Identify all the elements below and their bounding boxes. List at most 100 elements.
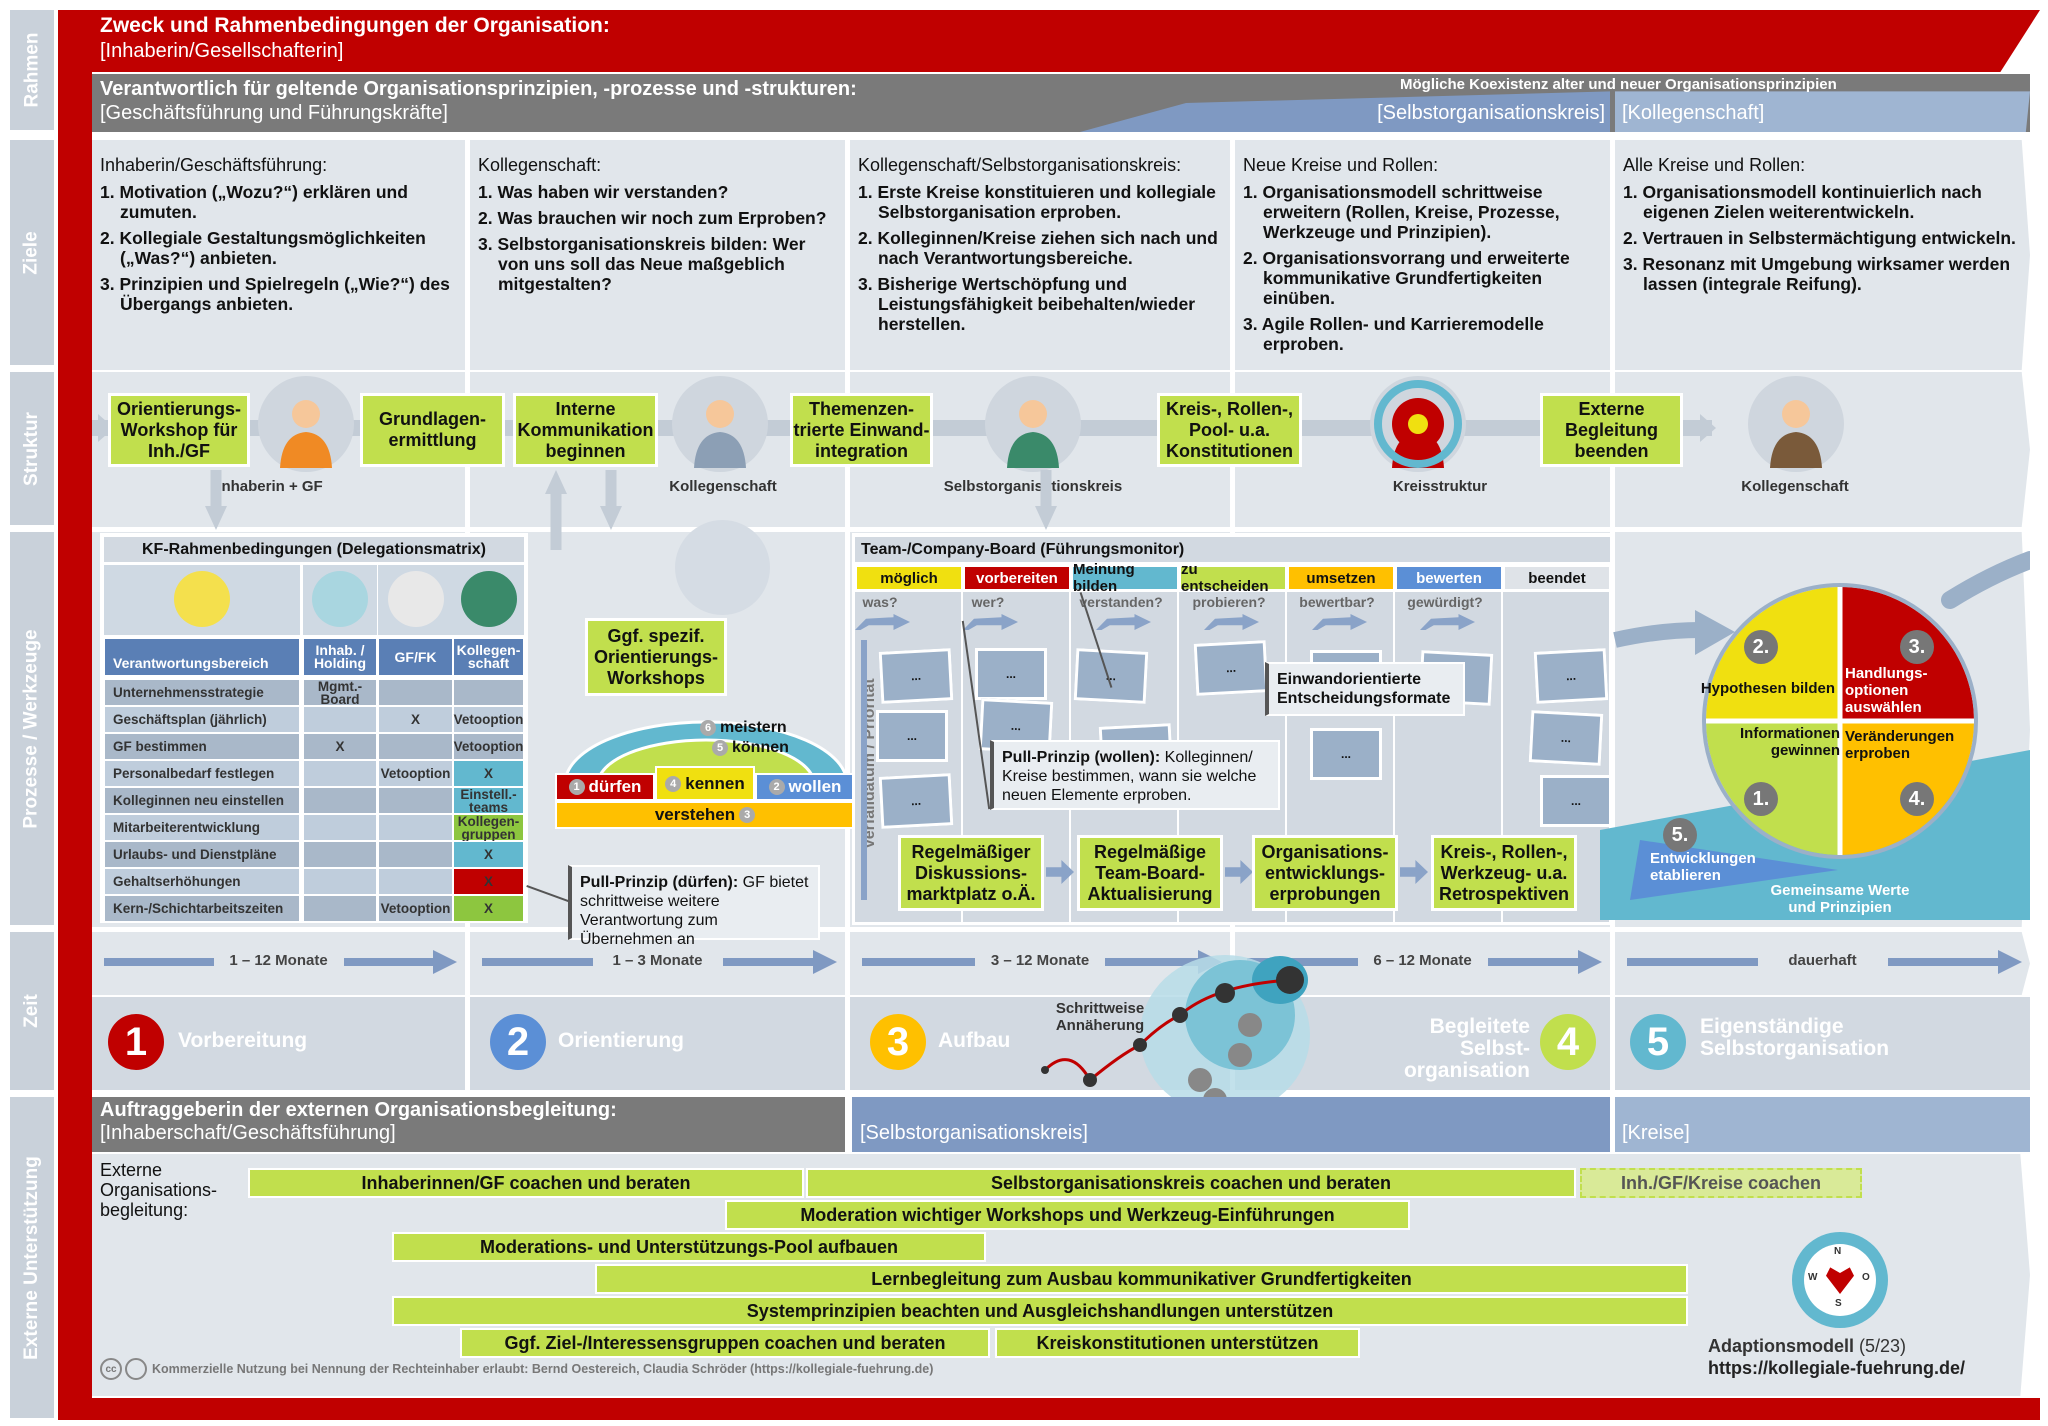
arch-meistern-label: meistern xyxy=(720,719,787,736)
kreise-header-label: [Kreise] xyxy=(1622,1122,1690,1144)
priority-arrow xyxy=(861,640,867,900)
purpose-title: Zweck und Rahmenbedingungen der Organisa… xyxy=(100,14,610,37)
step-number-badge: 4 xyxy=(665,775,682,792)
matrix-column-header: Verantwortungsbereich xyxy=(104,638,300,676)
cycle-step-number: 2. xyxy=(1744,630,1778,664)
arch-koennen-label: können xyxy=(732,739,789,756)
matrix-cell: Vetooption xyxy=(453,733,524,760)
cycle-step-number: 4. xyxy=(1900,782,1934,816)
goal-item: 1. Motivation („Wozu?“) erklären und zum… xyxy=(100,182,408,222)
matrix-cell: Vetooption xyxy=(378,895,453,922)
model-url[interactable]: https://kollegiale-fuehrung.de/ xyxy=(1708,1358,1966,1378)
matrix-cell: X xyxy=(378,706,453,733)
board-title: Team-/Company-Board (Führungsmonitor) xyxy=(855,537,1610,562)
goals-list: 1. Was haben wir verstanden? 2. Was brauc… xyxy=(478,182,837,294)
goal-item: 1. Erste Kreise konstituieren und kolleg… xyxy=(858,182,1216,222)
cycle-step-label: Entwicklungen etablieren xyxy=(1650,850,1756,884)
duration-label: 6 – 12 Monate xyxy=(1357,952,1488,972)
client-header-bg xyxy=(92,1097,845,1152)
support-activity-bar: Systemprinzipien beachten und Ausgleichs… xyxy=(392,1296,1688,1326)
column-cell xyxy=(1235,140,1610,370)
pull-principle-duerfen-callout: Pull-Prinzip (dürfen): GF bietet schritt… xyxy=(568,865,820,948)
arch-kennen-label: kennen xyxy=(685,773,745,793)
support-activity-bar: Ggf. Ziel-/Interessensgruppen coachen un… xyxy=(460,1328,990,1358)
matrix-column-header: GF/FK xyxy=(378,638,453,676)
board-process-step: Regelmäßige Team-Board-Aktualisierung xyxy=(1077,835,1223,911)
goal-item: 1. Was haben wir verstanden? xyxy=(478,182,729,202)
sidebar-label-text: Ziele xyxy=(21,230,42,275)
sidebar-label: Rahmen xyxy=(10,10,54,130)
compass-letter: N xyxy=(1834,1246,1842,1257)
frame-bottom-bar xyxy=(58,1398,2040,1420)
board-card: ... xyxy=(1528,710,1604,766)
matrix-cell xyxy=(303,706,377,733)
board-status-0: möglich xyxy=(855,565,963,591)
matrix-column-header: Inhab. / Holding xyxy=(303,638,377,676)
step-number-badge: 1 xyxy=(568,779,585,795)
colleagues-board-icon xyxy=(460,571,517,627)
board-card: ... xyxy=(975,648,1047,700)
goal-item: 3. Agile Rollen- und Karrieremodelle erp… xyxy=(1243,314,1544,354)
board-card: ... xyxy=(1073,648,1149,704)
sidebar-label: Externe Unterstützung xyxy=(10,1097,54,1418)
column-cell xyxy=(1615,140,2030,370)
matrix-cell: Kolleginnen neu einstellen xyxy=(104,787,300,814)
goal-item: 3. Resonanz mit Umgebung wirksamer werde… xyxy=(1623,254,2011,294)
support-activity-bar: Kreiskonstitutionen unterstützen xyxy=(995,1328,1360,1358)
board-card: ... xyxy=(876,710,948,762)
phase-label: Orientierung xyxy=(558,1029,685,1052)
image-caption: Selbstorganisationskreis xyxy=(943,478,1123,495)
duration-label: 3 – 12 Monate xyxy=(975,952,1105,972)
goal-item: 2. Organisationsvorrang und erweiterte k… xyxy=(1243,248,1570,308)
cycle-step-number: 1. xyxy=(1744,782,1778,816)
goal-item: 2. Was brauchen wir noch zum Erproben? xyxy=(478,208,827,228)
matrix-cell xyxy=(303,868,377,895)
callout-text: Kolleginnen/ Kreise bestimmen, wann sie … xyxy=(1002,749,1257,804)
sidebar-label-text: Externe Unterstützung xyxy=(21,1155,42,1360)
cycle-step-label: Handlungs-optionen auswählen xyxy=(1845,665,1928,716)
kollegenschaft-label: [Kollegenschaft] xyxy=(1622,102,1765,124)
goal-item: 2. Kolleginnen/Kreise ziehen sich nach u… xyxy=(858,228,1218,268)
structure-step-box: Grundlagen-ermittlung xyxy=(360,393,505,467)
matrix-cell xyxy=(378,679,453,706)
goal-item: 3. Selbstorganisationskreis bilden: Wer … xyxy=(478,234,806,294)
support-activity-bar: Inhaberinnen/GF coachen und beraten xyxy=(248,1168,804,1198)
goal-item: 1. Organisationsmodell schrittweise erwe… xyxy=(1243,182,1560,242)
matrix-icon-cell xyxy=(104,565,300,635)
support-activity-bar: Moderation wichtiger Workshops und Werkz… xyxy=(725,1200,1410,1230)
kreise-header-bg xyxy=(1615,1097,2030,1152)
callout-bold: Pull-Prinzip (wollen): xyxy=(1002,749,1161,766)
down-arrow-icon xyxy=(600,470,622,530)
goal-item: 2. Vertrauen in Selbstermächtigung entwi… xyxy=(1623,228,2016,248)
goals-heading: Neue Kreise und Rollen: xyxy=(1243,155,1439,175)
step-number-badge: 3 xyxy=(739,807,756,823)
cloud-path-graphic xyxy=(1041,955,1310,1115)
arch-wollen-label: wollen xyxy=(788,777,842,796)
matrix-cell xyxy=(303,787,377,814)
image-caption: Kreisstruktur xyxy=(1392,478,1488,495)
matrix-cell xyxy=(378,841,453,868)
compass-letter: W xyxy=(1808,1272,1818,1283)
goals-column: Kollegenschaft/Selbstorganisationskreis:… xyxy=(858,155,1222,365)
goals-heading: Kollegenschaft/Selbstorganisationskreis: xyxy=(858,155,1182,175)
board-card: ... xyxy=(878,773,954,829)
client-subtitle: [Inhaberschaft/Geschäftsführung] xyxy=(100,1122,396,1144)
board-status-1: vorbereiten xyxy=(963,565,1071,591)
goals-list: 1. Organisationsmodell kontinuierlich na… xyxy=(1623,182,2022,294)
board-status-2: Meinung bilden xyxy=(1071,561,1179,595)
stepwise-approach-graphic xyxy=(1040,945,1320,1115)
matrix-cell: Gehaltserhöhungen xyxy=(104,868,300,895)
step-number-badge: 5 xyxy=(712,740,728,756)
extern-label: Externe Organisations-begleitung: xyxy=(100,1160,218,1220)
matrix-cell xyxy=(303,895,377,922)
structure-step-box: Kreis-, Rollen-, Pool- u.a. Konstitution… xyxy=(1157,393,1302,467)
down-arrow-icon xyxy=(1035,470,1057,530)
board-question: verstanden? xyxy=(1079,594,1163,610)
matrix-cell: Geschäftsplan (jährlich) xyxy=(104,706,300,733)
duration-label: dauerhaft xyxy=(1757,952,1888,972)
step-number-badge: 2 xyxy=(768,779,785,795)
support-activity-bar: Moderations- und Unterstützungs-Pool auf… xyxy=(392,1232,986,1262)
